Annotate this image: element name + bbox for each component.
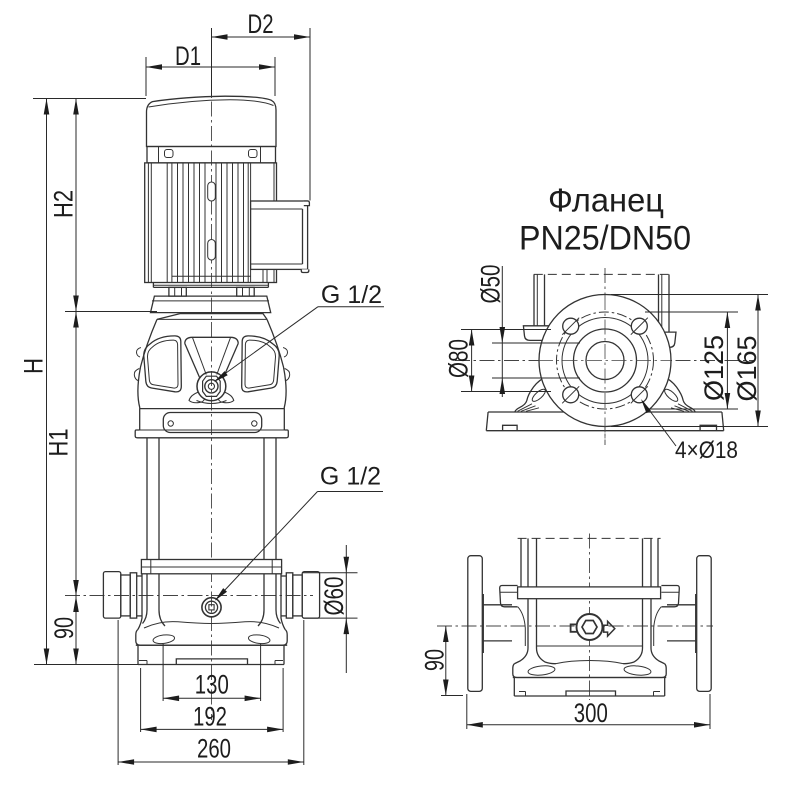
- svg-text:130: 130: [195, 670, 229, 700]
- svg-text:192: 192: [193, 702, 227, 732]
- svg-text:G 1/2: G 1/2: [321, 281, 382, 309]
- svg-text:Ø80: Ø80: [444, 339, 474, 378]
- svg-text:300: 300: [574, 698, 608, 728]
- svg-text:D1: D1: [175, 41, 201, 71]
- svg-text:Ø165: Ø165: [732, 335, 762, 401]
- svg-text:90: 90: [420, 649, 450, 671]
- svg-text:Фланец: Фланец: [548, 182, 664, 219]
- svg-text:G 1/2: G 1/2: [320, 463, 381, 491]
- svg-text:Ø60: Ø60: [319, 577, 349, 616]
- svg-text:PN25/DN50: PN25/DN50: [519, 220, 691, 258]
- svg-text:4×Ø18: 4×Ø18: [675, 437, 738, 464]
- svg-text:H2: H2: [48, 190, 78, 218]
- svg-text:D2: D2: [248, 9, 274, 39]
- svg-text:H: H: [19, 358, 49, 374]
- svg-text:Ø50: Ø50: [475, 265, 505, 304]
- svg-text:H1: H1: [44, 429, 74, 457]
- svg-text:Ø125: Ø125: [699, 335, 729, 401]
- svg-text:90: 90: [49, 617, 79, 639]
- svg-text:260: 260: [197, 734, 231, 764]
